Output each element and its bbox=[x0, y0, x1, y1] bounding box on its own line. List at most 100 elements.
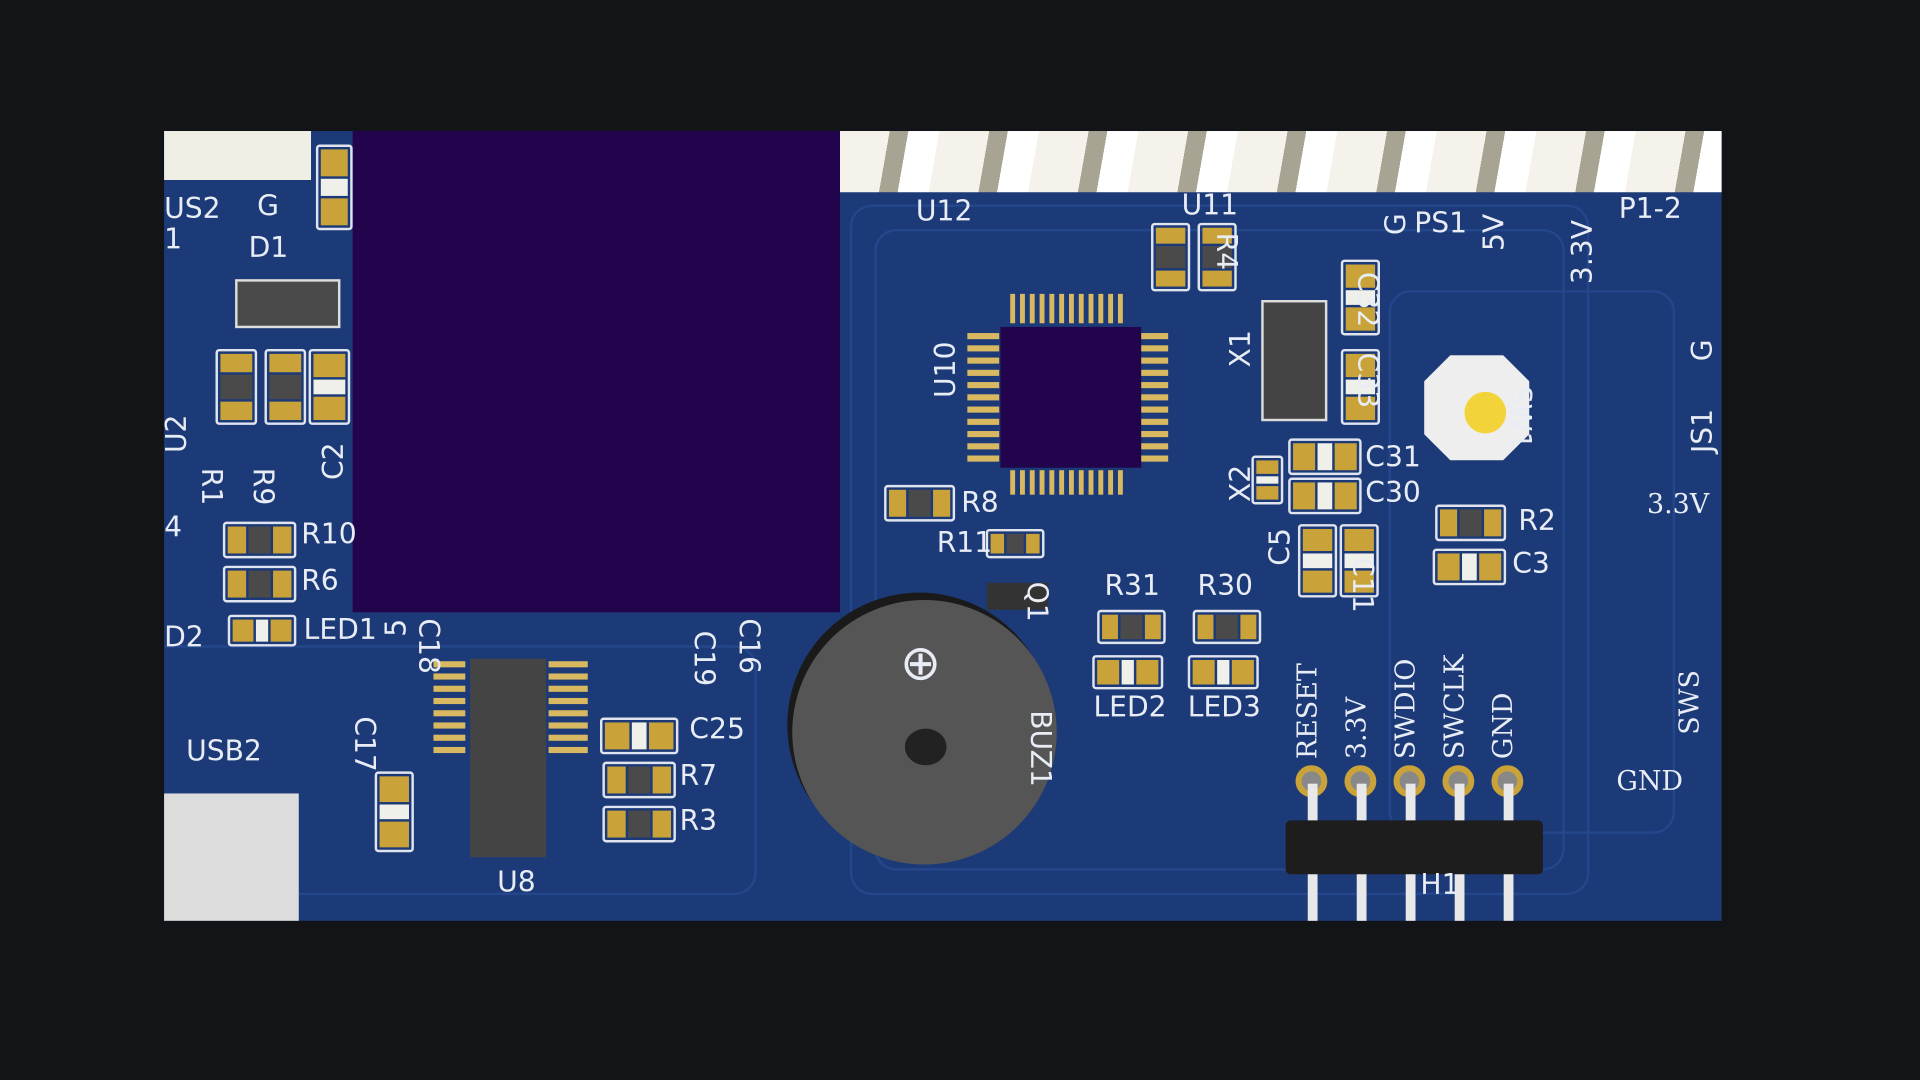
silkscreen-label-u8: U8 bbox=[497, 866, 536, 899]
capacitor bbox=[1339, 524, 1379, 598]
resistor bbox=[1192, 609, 1262, 645]
silkscreen-label-five: 5 bbox=[380, 618, 413, 637]
silkscreen-label-g-ps: G bbox=[1381, 213, 1414, 236]
silkscreen-label-one: 1 bbox=[164, 224, 183, 256]
component-body bbox=[1459, 509, 1482, 537]
component-body bbox=[631, 722, 647, 750]
capacitor bbox=[1288, 438, 1362, 476]
solder-pad bbox=[653, 810, 672, 838]
solder-pad bbox=[1239, 614, 1257, 640]
ic-pin bbox=[1141, 431, 1169, 438]
solder-pad bbox=[313, 396, 346, 421]
component-body bbox=[379, 804, 409, 820]
silkscreen-label-led3: LED3 bbox=[1187, 691, 1261, 724]
solder-pad bbox=[1334, 482, 1357, 510]
silkscreen-label-r10: R10 bbox=[301, 519, 357, 552]
silkscreen-label-r7: R7 bbox=[679, 760, 718, 793]
silkscreen-label-c5: C5 bbox=[1264, 528, 1297, 566]
ic-pin bbox=[548, 734, 588, 741]
ic-pin bbox=[1059, 470, 1065, 495]
solder-pad bbox=[1437, 553, 1461, 581]
solder-pad bbox=[379, 821, 409, 848]
resistor bbox=[1197, 222, 1237, 292]
resistor bbox=[1151, 222, 1191, 292]
solder-pad bbox=[1344, 570, 1374, 593]
ic-pin bbox=[1010, 470, 1016, 495]
component-body bbox=[1462, 553, 1477, 581]
silkscreen-label-usb2: USB2 bbox=[186, 735, 262, 768]
component-body bbox=[1121, 660, 1135, 685]
ic-pin bbox=[548, 710, 588, 717]
solder-pad bbox=[607, 766, 626, 794]
silkscreen-label-u11: U11 bbox=[1181, 189, 1239, 222]
capacitor bbox=[600, 717, 679, 755]
switch-button[interactable] bbox=[1464, 391, 1507, 434]
silkscreen-label-r31: R31 bbox=[1104, 570, 1160, 603]
silkscreen-label-us2: US2 bbox=[164, 193, 221, 226]
solder-pad bbox=[1155, 227, 1186, 245]
capacitor bbox=[1432, 548, 1507, 586]
solder-pad bbox=[1345, 307, 1376, 331]
resistor bbox=[222, 521, 297, 559]
ic-pin bbox=[967, 418, 1000, 425]
solder-pad bbox=[1345, 396, 1376, 421]
silkscreen-label-p12: P1-2 bbox=[1618, 193, 1682, 226]
silkscreen-label-swclk: SWCLK bbox=[1440, 654, 1471, 760]
ic-pin bbox=[1141, 418, 1169, 425]
ic-pin bbox=[1020, 470, 1025, 495]
ic-pin bbox=[1141, 455, 1169, 462]
solder-pad bbox=[607, 810, 626, 838]
ic-pin bbox=[1098, 470, 1104, 495]
component-body bbox=[1216, 614, 1238, 640]
solder-pad bbox=[1302, 528, 1333, 552]
resistor bbox=[1097, 609, 1166, 645]
solder-pad bbox=[1155, 270, 1186, 287]
solder-pad bbox=[269, 353, 302, 373]
silkscreen-label-r2: R2 bbox=[1518, 505, 1556, 538]
transistor-q1 bbox=[986, 582, 1049, 610]
solder-pad bbox=[604, 722, 630, 750]
silkscreen-label-u12: U12 bbox=[915, 195, 973, 228]
solder-pad bbox=[320, 149, 348, 177]
silkscreen-label-c25: C25 bbox=[689, 713, 745, 746]
solder-pad bbox=[1202, 270, 1232, 287]
ic-pin bbox=[433, 685, 466, 692]
silkscreen-label-buz1: BUZ1 bbox=[1023, 710, 1056, 787]
silkscreen-label-swdio: SWDIO bbox=[1391, 658, 1422, 760]
silkscreen-label-r3: R3 bbox=[679, 805, 718, 838]
top-connector bbox=[840, 131, 1722, 193]
solder-pad bbox=[220, 401, 253, 421]
crystal-x1 bbox=[1261, 300, 1328, 422]
solder-pad bbox=[1197, 614, 1214, 640]
solder-pad bbox=[1097, 660, 1119, 685]
component-body bbox=[1345, 379, 1376, 394]
ic-pin bbox=[1141, 345, 1169, 352]
ic-pin bbox=[1059, 293, 1065, 324]
solder-pad bbox=[220, 353, 253, 373]
silkscreen-label-reset: RESET bbox=[1293, 663, 1324, 760]
silkscreen-label-r4: R4 bbox=[1209, 232, 1242, 271]
silkscreen-label-c17: C17 bbox=[347, 716, 380, 772]
buzzer: ⊕ bbox=[792, 600, 1057, 865]
component-body bbox=[627, 810, 651, 838]
silkscreen-label-r9: R9 bbox=[246, 467, 278, 506]
solder-pad bbox=[990, 533, 1004, 554]
silkscreen-label-r30: R30 bbox=[1197, 570, 1253, 603]
solder-pad bbox=[1440, 509, 1458, 537]
diode-d1 bbox=[235, 279, 341, 329]
capacitor bbox=[1092, 655, 1164, 690]
ic-pin bbox=[1039, 293, 1045, 324]
ic-pin bbox=[433, 697, 466, 705]
silkscreen-label-q1: Q1 bbox=[1020, 581, 1052, 622]
solder-pad bbox=[320, 198, 348, 226]
ic-pin bbox=[967, 406, 1000, 413]
ic-pin bbox=[967, 333, 1000, 340]
solder-pad bbox=[232, 619, 254, 642]
resistor bbox=[222, 565, 297, 603]
silkscreen-label-gnd-hdr: GND bbox=[1488, 692, 1520, 760]
ic-pin bbox=[1117, 293, 1123, 324]
trace bbox=[164, 645, 757, 896]
capacitor bbox=[1187, 655, 1259, 690]
ic-pin bbox=[967, 431, 1000, 438]
